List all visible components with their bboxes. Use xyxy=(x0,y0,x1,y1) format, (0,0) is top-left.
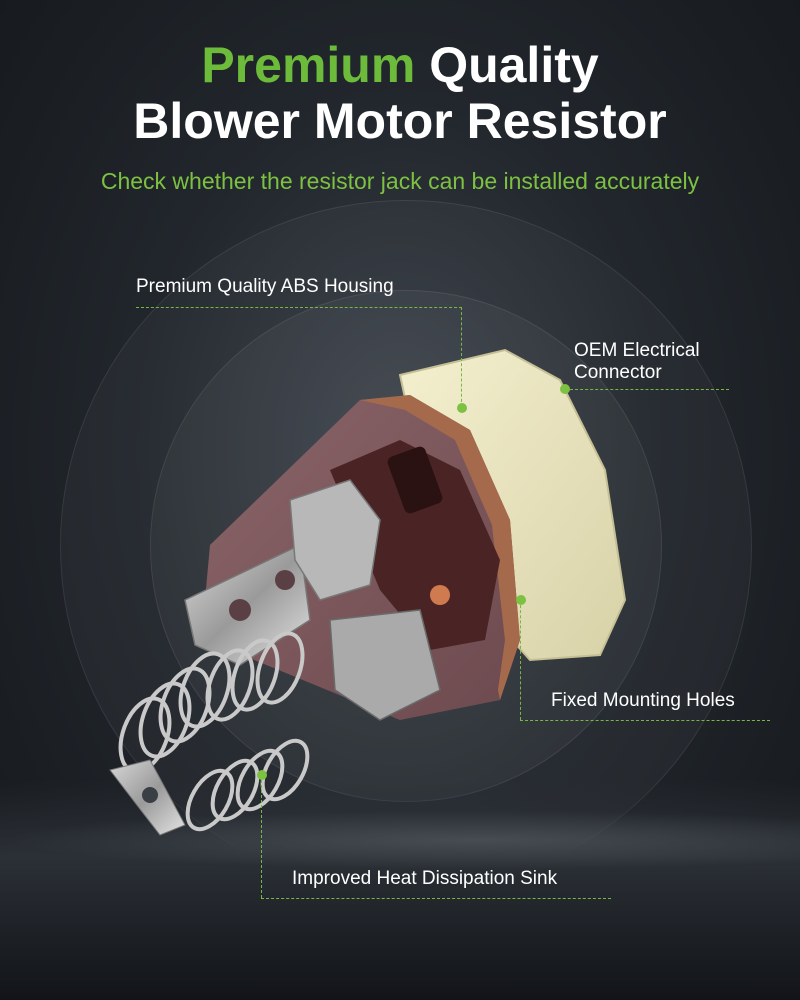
headline-line-2: Blower Motor Resistor xyxy=(133,93,667,149)
leader-line-heat-sink xyxy=(261,898,611,899)
callout-heat-sink: Improved Heat Dissipation Sink xyxy=(292,868,558,889)
leader-line-mounting xyxy=(520,720,770,721)
marker-dot-connector xyxy=(560,384,570,394)
marker-dot-mounting xyxy=(516,595,526,605)
floor-haze xyxy=(0,810,800,870)
marker-dot-housing xyxy=(457,403,467,413)
headline-rest: Quality xyxy=(415,37,599,93)
callout-mounting-holes: Fixed Mounting Holes xyxy=(551,690,735,711)
callout-connector-line-2: Connector xyxy=(574,362,662,383)
headline-accent: Premium xyxy=(201,37,416,93)
floor-surface xyxy=(0,780,800,1000)
callout-connector-line-1: OEM Electrical xyxy=(574,340,700,361)
callout-oem-connector: OEM Electrical Connector xyxy=(574,340,700,384)
marker-dot-heat-sink xyxy=(257,770,267,780)
leader-line-mounting-vertical xyxy=(520,600,521,720)
leader-line-housing xyxy=(136,307,462,308)
leader-line-connector xyxy=(565,389,729,390)
subtitle: Check whether the resistor jack can be i… xyxy=(100,168,700,194)
leader-line-heat-sink-vertical xyxy=(261,775,262,898)
headline-line-1: Premium Quality xyxy=(0,36,800,94)
leader-line-housing-vertical xyxy=(461,307,462,407)
callout-abs-housing: Premium Quality ABS Housing xyxy=(136,276,394,297)
